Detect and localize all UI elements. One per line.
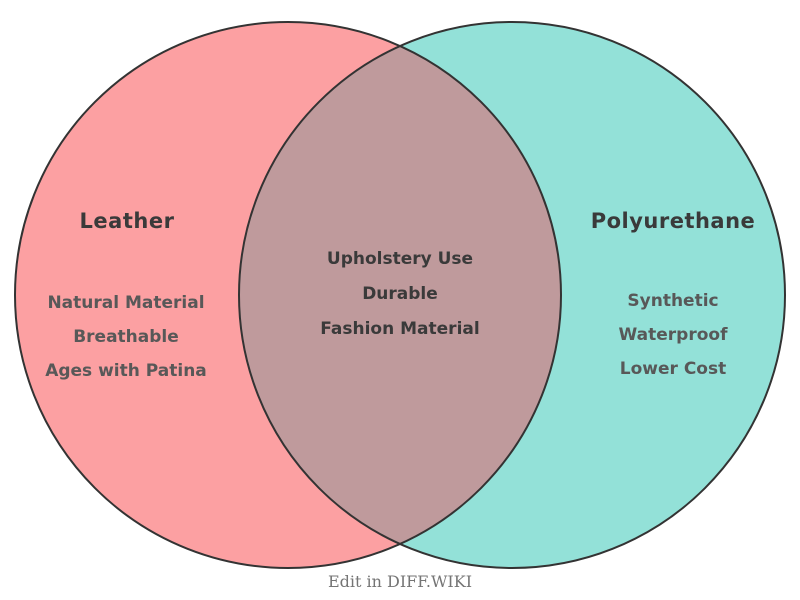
right-item: Waterproof (618, 325, 728, 345)
right-item: Synthetic (627, 291, 719, 311)
left-circle-outline (14, 21, 562, 569)
right-set-title: Polyurethane (590, 209, 756, 233)
right-set-items: Synthetic Waterproof Lower Cost (563, 284, 783, 386)
left-set-title: Leather (79, 209, 175, 233)
left-item: Breathable (73, 327, 179, 347)
overlap-item: Fashion Material (320, 319, 480, 339)
overlap-region-fill (239, 22, 561, 568)
left-item: Natural Material (47, 293, 205, 313)
edit-in-diffwiki-link[interactable]: Edit in DIFF.WIKI (327, 572, 473, 591)
right-item: Lower Cost (619, 359, 727, 379)
left-set-items: Natural Material Breathable Ages with Pa… (16, 286, 236, 388)
overlap-items: Upholstery Use Durable Fashion Material (290, 242, 510, 347)
right-circle-outline (238, 21, 786, 569)
overlap-item: Upholstery Use (326, 249, 474, 269)
left-item: Ages with Patina (45, 361, 207, 381)
overlap-item: Durable (362, 284, 438, 304)
